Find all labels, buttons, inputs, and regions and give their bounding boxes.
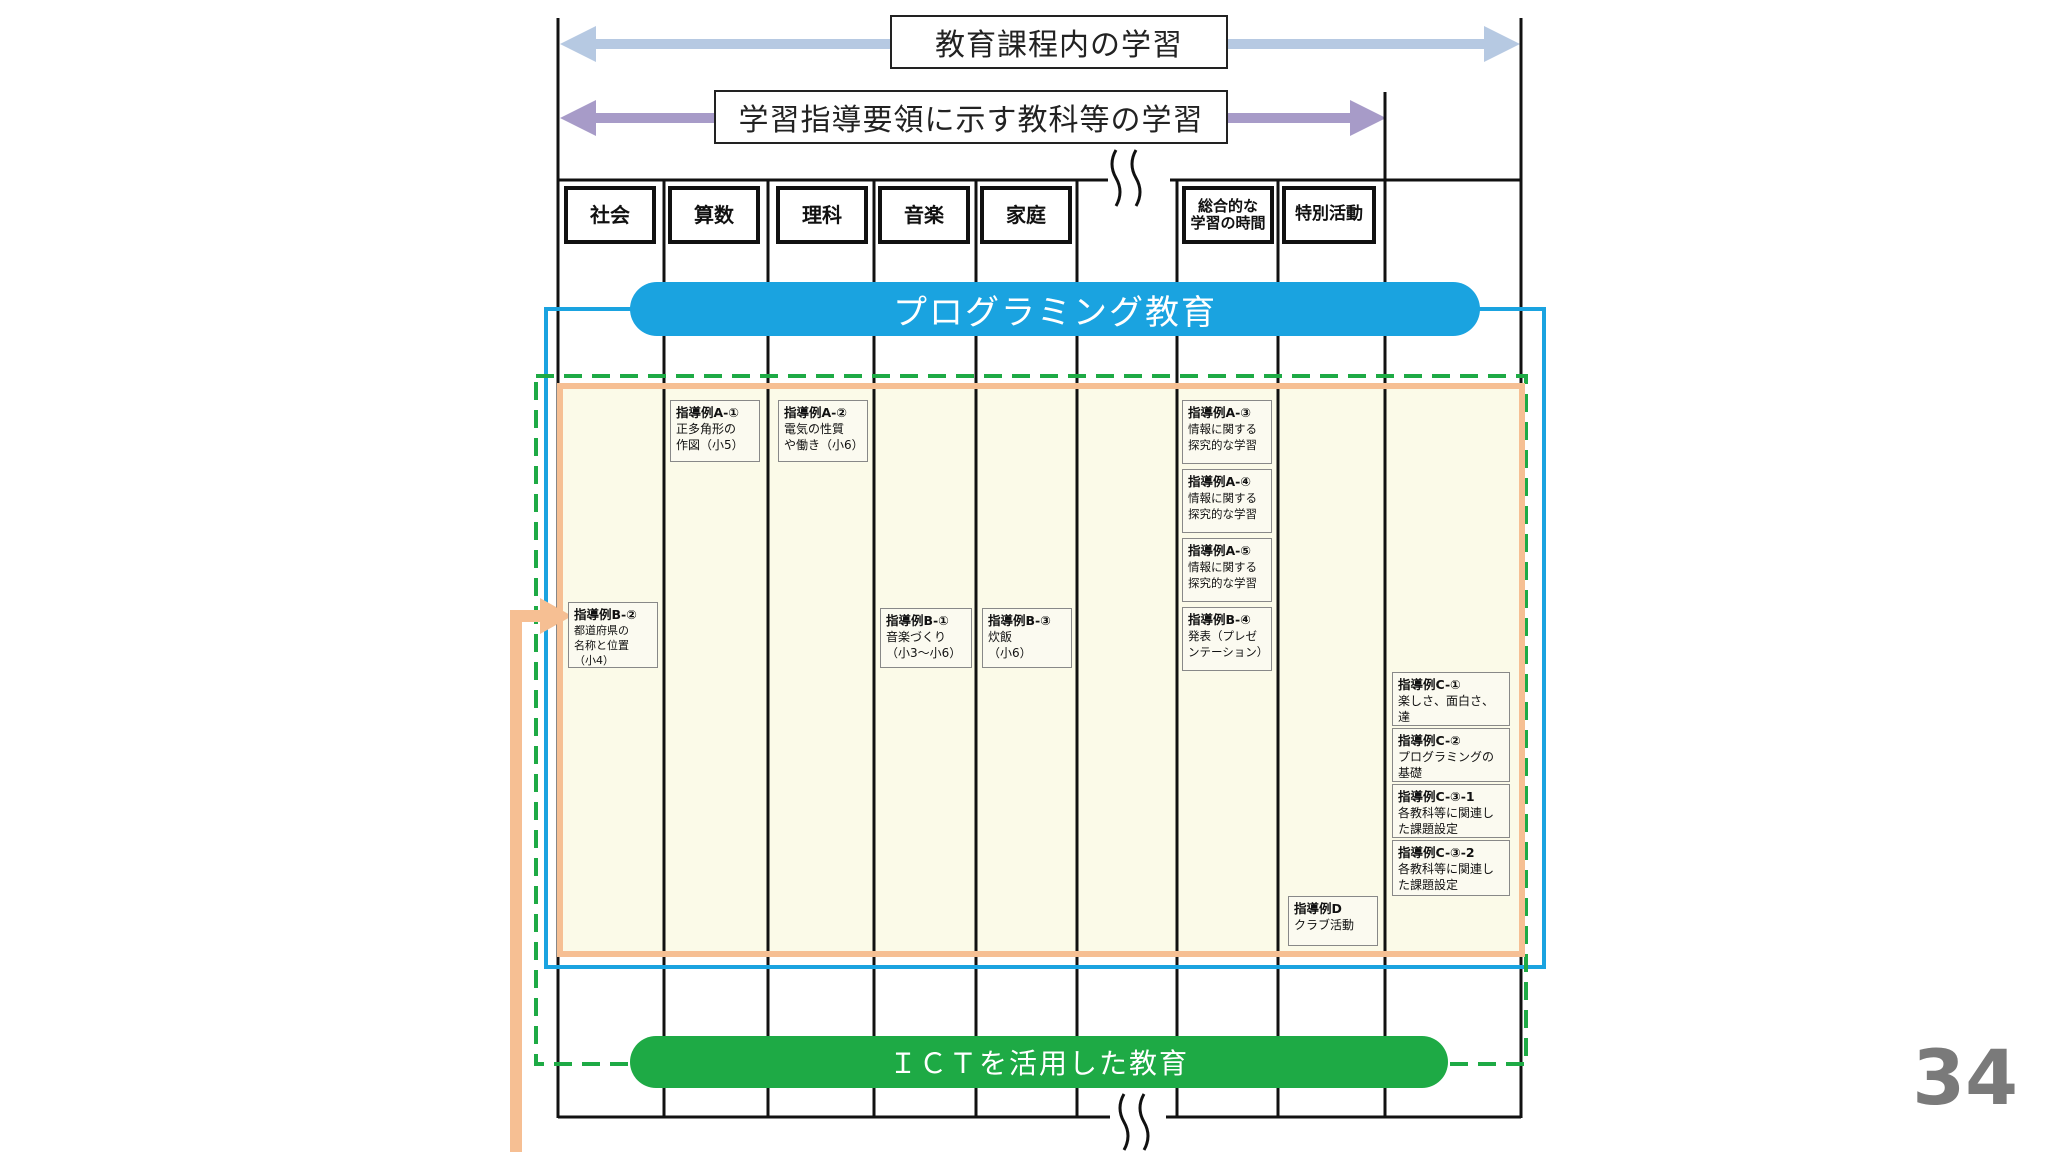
example-title: 指導例A-① — [676, 405, 739, 420]
example-title: 指導例A-④ — [1188, 474, 1251, 489]
example-desc: クラブ活動 — [1294, 918, 1355, 932]
curriculum-label: 教育課程内の学習 — [890, 15, 1228, 69]
example-title: 指導例C-③-2 — [1398, 845, 1475, 860]
example-desc: 正多角形の 作図（小5） — [676, 422, 744, 452]
example-desc: 発表（プレゼ ンテーション） — [1188, 629, 1269, 659]
example-b4: 指導例B-④ 発表（プレゼ ンテーション） — [1182, 607, 1272, 671]
orange-arrow — [510, 598, 572, 1152]
subject-social-studies: 社会 — [564, 186, 656, 244]
example-title: 指導例A-② — [784, 405, 847, 420]
subject-integrated-study: 総合的な 学習の時間 — [1182, 186, 1274, 244]
example-desc: 電気の性質 や働き（小6） — [784, 422, 864, 452]
example-desc: 都道府県の 名称と位置 （小4） — [574, 624, 629, 667]
example-desc: 情報に関する 探究的な学習 — [1188, 560, 1257, 590]
example-title: 指導例B-① — [886, 613, 949, 628]
example-d: 指導例D クラブ活動 — [1288, 896, 1378, 946]
programming-education-banner: プログラミング教育 — [630, 282, 1480, 336]
example-b1: 指導例B-① 音楽づくり （小3～小6） — [880, 608, 972, 668]
example-desc: 各教科等に関連し た課題設定 — [1398, 806, 1495, 836]
example-desc: 音楽づくり （小3～小6） — [886, 630, 962, 660]
example-a2: 指導例A-② 電気の性質 や働き（小6） — [778, 400, 868, 462]
cream-area — [562, 388, 1522, 956]
example-c1: 指導例C-① 楽しさ、面白さ、達 成感等 — [1392, 672, 1510, 726]
example-desc: 各教科等に関連し た課題設定 — [1398, 862, 1495, 892]
example-a1: 指導例A-① 正多角形の 作図（小5） — [670, 400, 760, 462]
example-title: 指導例D — [1294, 901, 1342, 916]
example-title: 指導例B-② — [574, 607, 637, 622]
example-desc: 情報に関する 探究的な学習 — [1188, 491, 1257, 521]
ict-education-banner: ＩＣＴを活用した教育 — [630, 1036, 1448, 1088]
orange-frame — [557, 383, 1525, 957]
page-number: 34 — [1912, 1033, 2018, 1122]
example-title: 指導例A-③ — [1188, 405, 1251, 420]
example-desc: 楽しさ、面白さ、達 成感等 — [1398, 694, 1495, 724]
example-desc: プログラミングの 基礎 — [1398, 750, 1495, 780]
example-c3-2: 指導例C-③-2 各教科等に関連し た課題設定 — [1392, 840, 1510, 896]
subject-science: 理科 — [776, 186, 868, 244]
example-a3: 指導例A-③ 情報に関する 探究的な学習 — [1182, 400, 1272, 464]
break-mark-bottom — [1118, 1093, 1150, 1151]
example-title: 指導例C-② — [1398, 733, 1461, 748]
example-title: 指導例C-① — [1398, 677, 1461, 692]
example-b3: 指導例B-③ 炊飯 （小6） — [982, 608, 1072, 668]
example-desc: 情報に関する 探究的な学習 — [1188, 422, 1257, 452]
example-title: 指導例A-⑤ — [1188, 543, 1251, 558]
subject-music: 音楽 — [878, 186, 970, 244]
example-c2: 指導例C-② プログラミングの 基礎 — [1392, 728, 1510, 782]
subject-home-economics: 家庭 — [980, 186, 1072, 244]
example-a4: 指導例A-④ 情報に関する 探究的な学習 — [1182, 469, 1272, 533]
example-c3-1: 指導例C-③-1 各教科等に関連し た課題設定 — [1392, 784, 1510, 838]
example-title: 指導例B-④ — [1188, 612, 1251, 627]
grid-frame — [556, 18, 1523, 1119]
example-b2: 指導例B-② 都道府県の 名称と位置 （小4） — [568, 602, 658, 668]
example-title: 指導例B-③ — [988, 613, 1051, 628]
subject-arithmetic: 算数 — [668, 186, 760, 244]
break-mark-top — [1110, 149, 1142, 207]
guideline-label: 学習指導要領に示す教科等の学習 — [714, 90, 1228, 144]
subject-special-activities: 特別活動 — [1282, 186, 1376, 244]
example-title: 指導例C-③-1 — [1398, 789, 1475, 804]
example-desc: 炊飯 （小6） — [988, 630, 1032, 660]
example-a5: 指導例A-⑤ 情報に関する 探究的な学習 — [1182, 538, 1272, 602]
